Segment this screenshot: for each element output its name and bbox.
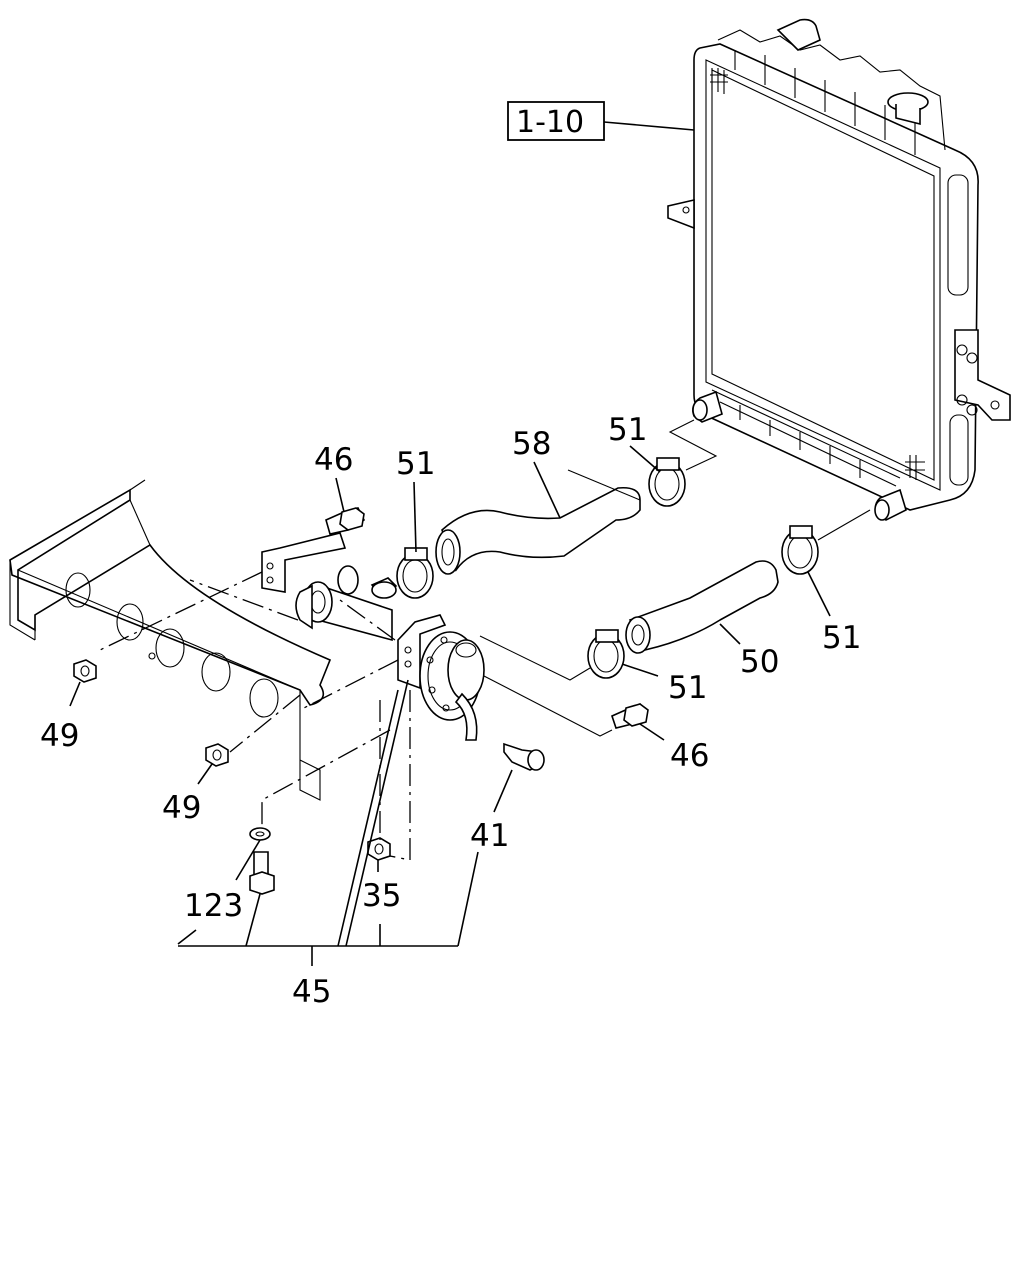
leader-lines xyxy=(69,445,831,966)
hose-58 xyxy=(435,486,641,575)
frame-crossmember xyxy=(9,479,332,801)
callouts: 46 51 58 51 51 50 51 46 49 49 41 123 35 … xyxy=(40,412,861,1010)
clamp-51-top xyxy=(648,457,686,507)
reference-box-label: 1-10 xyxy=(516,105,584,140)
callout-45: 45 xyxy=(292,974,331,1010)
callout-46-mid: 46 xyxy=(670,738,709,774)
centerlines xyxy=(99,419,871,861)
callout-49-low: 49 xyxy=(162,790,201,826)
nut-49-low xyxy=(205,743,229,767)
callout-50: 50 xyxy=(740,644,779,680)
reference-box: 1-10 xyxy=(507,101,695,141)
bolt-46-mid xyxy=(611,702,649,729)
clamp-51-left xyxy=(396,547,434,599)
callout-51-right: 51 xyxy=(822,620,861,656)
bracket-assembly xyxy=(261,532,485,741)
callout-49-left: 49 xyxy=(40,718,79,754)
callout-46-top: 46 xyxy=(314,442,353,478)
callout-123: 123 xyxy=(184,888,243,924)
washer-123 xyxy=(249,827,271,841)
radiator xyxy=(667,18,1011,521)
callout-51-mid: 51 xyxy=(668,670,707,706)
callout-58: 58 xyxy=(512,426,551,462)
bolt-123 xyxy=(249,851,275,895)
clamp-51-mid xyxy=(587,629,625,679)
bolt-46-top xyxy=(325,507,366,535)
callout-35: 35 xyxy=(362,878,401,914)
callout-51-left: 51 xyxy=(396,446,435,482)
callout-41: 41 xyxy=(470,818,509,854)
hose-50 xyxy=(625,560,779,654)
nut-35 xyxy=(367,837,391,861)
nut-49-left xyxy=(73,659,97,683)
callout-51-top: 51 xyxy=(608,412,647,448)
clamp-51-right xyxy=(781,525,819,575)
bolt-41 xyxy=(503,742,545,771)
